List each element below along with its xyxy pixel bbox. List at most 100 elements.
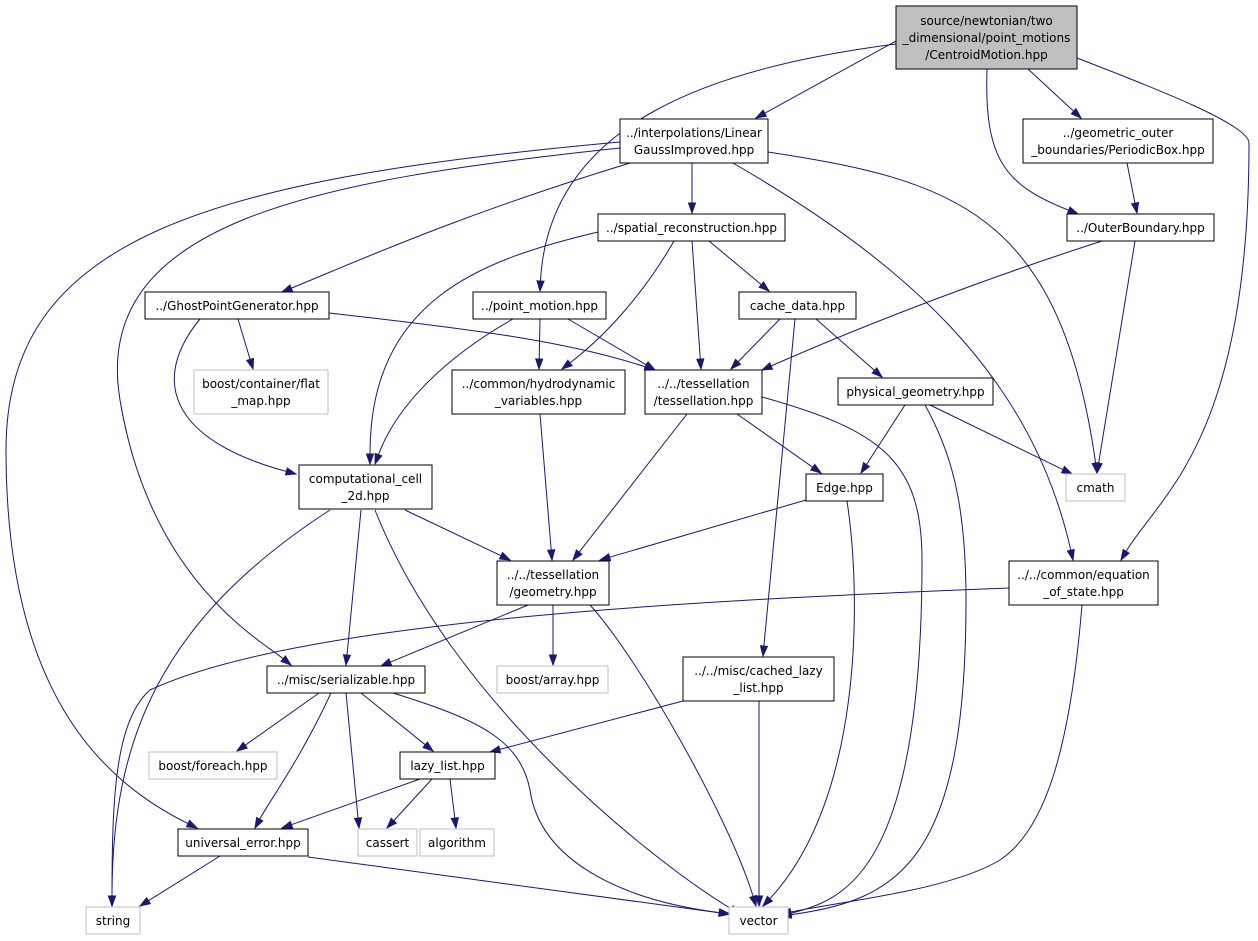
include-edge-lgi-to-uerr <box>5 141 621 829</box>
node-label-line: cache_data.hpp <box>750 299 845 313</box>
include-edge-lgi-to-ghost <box>280 162 631 293</box>
include-edge-uerr-to-vector <box>307 856 731 917</box>
node-barray: boost/array.hpp <box>496 665 609 694</box>
edge-arrowhead <box>138 896 152 907</box>
node-centroid[interactable]: source/newtonian/two_dimensional/point_m… <box>895 5 1078 70</box>
include-edge-cache-to-clazy <box>759 318 796 658</box>
edge-arrowhead <box>754 109 768 119</box>
edge-line <box>173 318 287 472</box>
node-clazy[interactable]: ../../misc/cached_lazy_list.hpp <box>682 656 835 702</box>
include-edge-centroid-to-pmotion <box>536 43 897 293</box>
node-spatial[interactable]: ../spatial_reconstruction.hpp <box>597 213 786 242</box>
edge-line <box>589 604 754 897</box>
node-box <box>144 291 330 320</box>
edge-arrowhead <box>759 645 769 658</box>
include-edge-serial-to-foreach <box>235 692 320 752</box>
node-box <box>472 291 607 320</box>
edge-arrowhead <box>729 358 742 371</box>
node-hydro[interactable]: ../common/hydrodynamic_variables.hpp <box>451 369 626 415</box>
graph-nodes: source/newtonian/two_dimensional/point_m… <box>85 5 1215 935</box>
edge-line <box>244 692 320 746</box>
node-string: string <box>85 906 141 935</box>
edge-line <box>578 413 688 553</box>
edge-line <box>732 162 1072 551</box>
include-edge-spatial-to-hydro <box>560 240 675 370</box>
include-edge-centroid-to-eos <box>1076 57 1250 562</box>
node-label-line: _variables.hpp <box>494 394 582 408</box>
node-box <box>682 656 835 702</box>
include-edge-tess-to-geometry <box>572 413 688 562</box>
node-cache[interactable]: cache_data.hpp <box>738 291 857 320</box>
include-edge-uerr-to-string <box>138 855 221 907</box>
edge-arrowhead <box>536 280 545 293</box>
edge-arrowhead <box>422 741 435 752</box>
node-label-line: physical_geometry.hpp <box>846 385 984 399</box>
edge-line <box>378 318 514 455</box>
node-box <box>1066 213 1215 242</box>
edge-line <box>769 500 855 900</box>
edge-arrowhead <box>871 366 884 379</box>
node-cell[interactable]: computational_cell_2d.hpp <box>298 464 433 510</box>
node-lgi[interactable]: ../interpolations/LinearGaussImproved.hp… <box>619 118 769 164</box>
node-label-line: _map.hpp <box>230 394 290 408</box>
node-box <box>1008 560 1159 606</box>
edge-line <box>708 240 762 285</box>
node-label-line: source/newtonian/two <box>920 14 1053 28</box>
edge-arrowhead <box>353 817 363 830</box>
edge-line <box>390 604 529 663</box>
edge-arrowhead <box>365 453 375 466</box>
node-label-line: ../point_motion.hpp <box>481 299 598 313</box>
node-label-line: cmath <box>1077 481 1115 495</box>
edge-arrowhead <box>284 467 298 476</box>
node-label-line: /tessellation.hpp <box>654 394 754 408</box>
edge-arrowhead <box>598 552 612 562</box>
edge-arrowhead <box>1066 206 1080 215</box>
include-edge-cell-to-geometry <box>404 509 512 561</box>
node-label-line: ../interpolations/Linear <box>626 126 762 140</box>
node-lazy[interactable]: lazy_list.hpp <box>399 751 496 780</box>
include-edge-pmotion-to-cell <box>374 318 514 466</box>
node-label-line: _boundaries/PeriodicBox.hpp <box>1030 143 1204 157</box>
node-pbox[interactable]: ../geometric_outer_boundaries/PeriodicBo… <box>1022 118 1214 164</box>
edge-line <box>691 240 701 360</box>
edge-line <box>259 692 332 820</box>
edge-arrowhead <box>385 817 398 830</box>
node-serial[interactable]: ../misc/serializable.hpp <box>266 665 426 694</box>
node-label-line: /geometry.hpp <box>509 585 596 599</box>
edge-arrowhead <box>760 361 774 371</box>
node-outer[interactable]: ../OuterBoundary.hpp <box>1066 213 1215 242</box>
edge-line <box>369 231 599 455</box>
node-physgeom[interactable]: physical_geometry.hpp <box>837 377 994 406</box>
node-tess[interactable]: ../../tessellation/tessellation.hpp <box>644 369 763 415</box>
edge-arrowhead <box>1094 461 1103 475</box>
node-pmotion[interactable]: ../point_motion.hpp <box>472 291 607 320</box>
include-edge-cache-to-tess <box>729 318 781 371</box>
node-flatmap: boost/container/flat_map.hpp <box>193 369 329 415</box>
include-edge-geometry-to-vector <box>589 604 758 908</box>
edge-line <box>499 700 684 750</box>
include-edge-lgi-to-serial <box>117 147 621 666</box>
edge-line <box>764 40 897 114</box>
node-vector: vector <box>728 906 789 935</box>
edge-arrowhead <box>107 895 117 908</box>
include-edge-cache-to-physgeom <box>815 318 884 379</box>
include-edge-clazy-to-vector <box>754 701 764 908</box>
node-geometry[interactable]: ../../tessellation/geometry.hpp <box>496 560 610 606</box>
edge-arrowhead <box>1130 201 1140 215</box>
edge-arrowhead <box>809 463 823 474</box>
edge-arrowhead <box>280 820 294 829</box>
node-label-line: ../../misc/cached_lazy <box>694 664 823 678</box>
node-label-line: ../../tessellation <box>507 568 599 582</box>
include-edge-eos-to-string <box>107 587 1010 908</box>
node-eos[interactable]: ../../common/equation_of_state.hpp <box>1008 560 1159 606</box>
edge-arrowhead <box>687 202 697 215</box>
node-label-line: ../OuterBoundary.hpp <box>1076 221 1204 235</box>
node-label-line: _2d.hpp <box>341 489 390 503</box>
edge-arrowhead <box>185 819 199 829</box>
include-edge-physgeom-to-cmath <box>929 404 1074 475</box>
node-label-line: string <box>96 914 130 928</box>
node-uerr[interactable]: universal_error.hpp <box>177 828 309 857</box>
node-box <box>805 473 884 502</box>
node-edge[interactable]: Edge.hpp <box>805 473 884 502</box>
node-ghost[interactable]: ../GhostPointGenerator.hpp <box>144 291 330 320</box>
